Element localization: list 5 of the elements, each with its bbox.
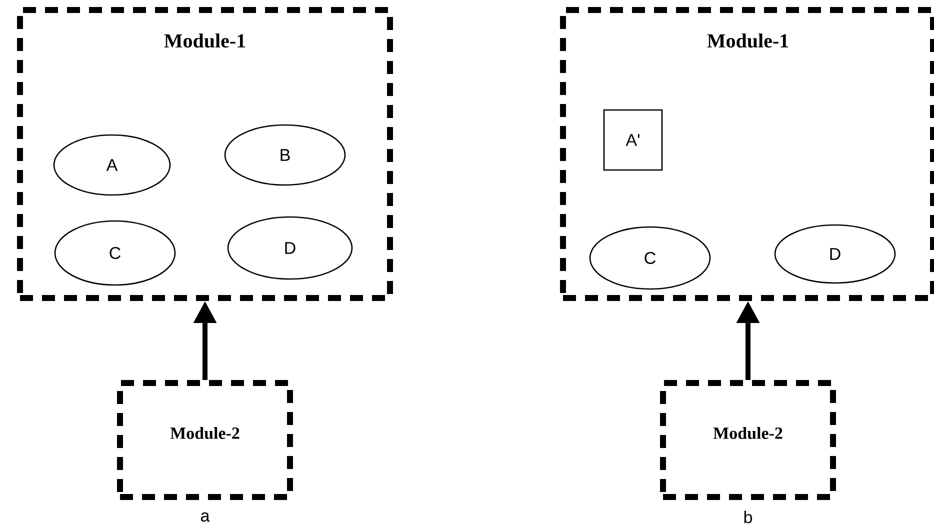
module-title: Module-1: [707, 34, 788, 48]
module-title: Module-2: [713, 427, 782, 439]
module-title: Module-2: [170, 427, 240, 439]
square-box: A': [603, 109, 663, 171]
module-title: Module-1: [164, 34, 246, 48]
